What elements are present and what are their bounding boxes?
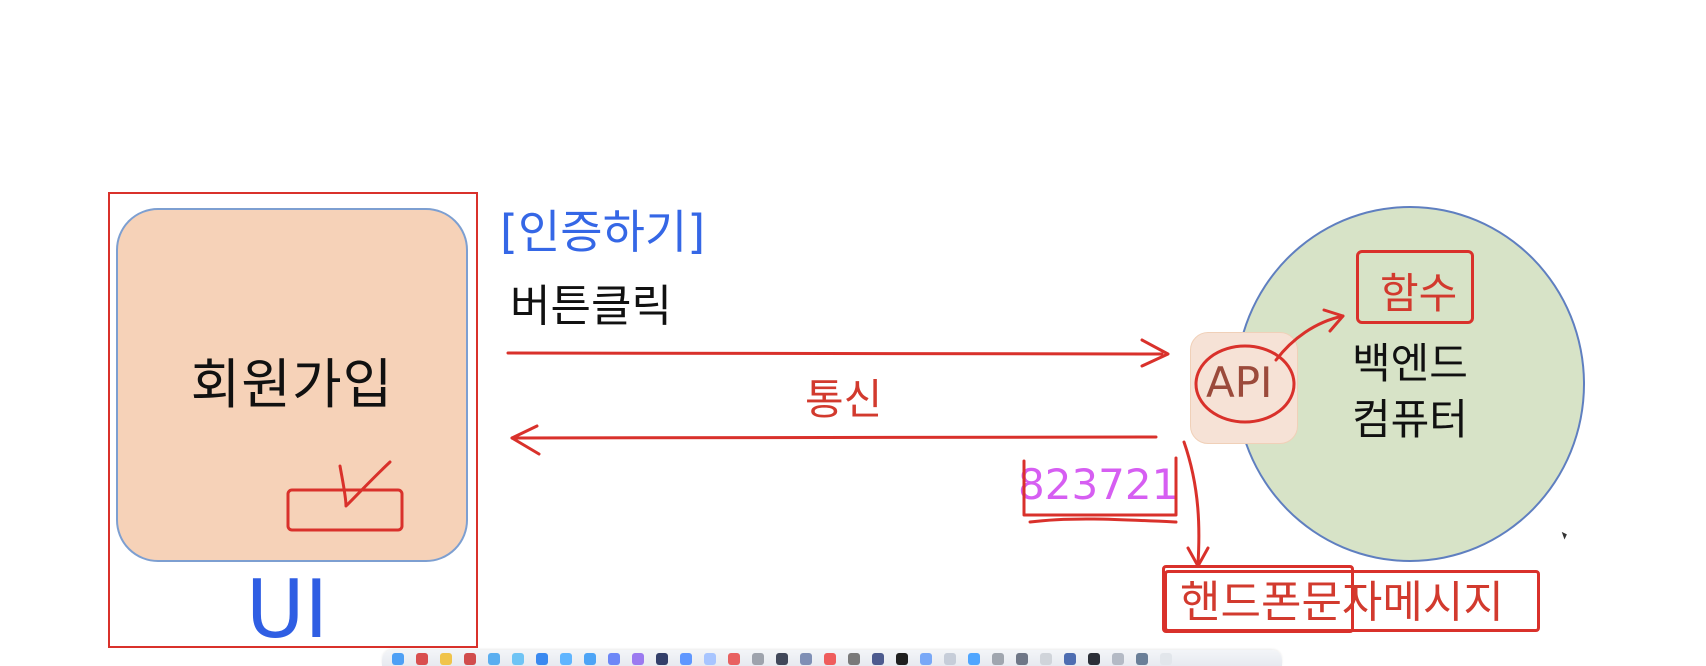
response-arrow-line (510, 435, 1158, 440)
dock-icon (1160, 653, 1172, 665)
dock-icon (752, 653, 764, 665)
backend-label-line-1: 백엔드 (1352, 339, 1468, 388)
dock-icon (920, 653, 932, 665)
response-arrow-head (510, 424, 541, 456)
dock-icon (416, 653, 428, 665)
dock-icon (824, 653, 836, 665)
backend-label-line-2: 컴퓨터 (1352, 395, 1468, 444)
dock-icon (1016, 653, 1028, 665)
dock-icon (872, 653, 884, 665)
signup-label: 회원가입 (190, 353, 394, 416)
dock-icon (704, 653, 716, 665)
dock-icon (896, 653, 908, 665)
dock-icon (1112, 653, 1124, 665)
dock-icon (776, 653, 788, 665)
auth-label: [인증하기] (500, 205, 706, 259)
sms-box-right (1164, 570, 1540, 632)
dock-icon (464, 653, 476, 665)
request-arrow-line (506, 351, 1164, 356)
dock-icon (1088, 653, 1100, 665)
dock-icon (1136, 653, 1148, 665)
dock-icon (728, 653, 740, 665)
request-arrow-head (1140, 338, 1170, 368)
dock-icon (1064, 653, 1076, 665)
dock-icon (536, 653, 548, 665)
dock-icon (608, 653, 620, 665)
dock-bar (382, 650, 1282, 666)
dock-icon (968, 653, 980, 665)
dock-icon (992, 653, 1004, 665)
dock-icon (512, 653, 524, 665)
ui-outline-box (108, 192, 478, 648)
dock-icon (1040, 653, 1052, 665)
communication-label: 통신 (805, 375, 883, 424)
function-label: 함수 (1380, 269, 1458, 318)
dock-icon (800, 653, 812, 665)
api-label: API (1206, 358, 1273, 407)
sms-down-arrow-head (1186, 546, 1210, 568)
dock-icon (440, 653, 452, 665)
mouse-cursor-icon (1561, 530, 1569, 540)
sms-label: 핸드폰문자메시지 (1180, 577, 1504, 628)
dock-icon (848, 653, 860, 665)
dock-icon (632, 653, 644, 665)
dock-icon (488, 653, 500, 665)
ui-label: UI (246, 563, 329, 656)
dock-icon (560, 653, 572, 665)
dock-icon (944, 653, 956, 665)
dock-icon (392, 653, 404, 665)
sms-down-arrow (1182, 440, 1201, 566)
code-underline (1028, 517, 1178, 524)
function-box (1356, 250, 1474, 324)
verification-code-label: 823721 (1018, 460, 1179, 509)
button-click-label: 버튼클릭 (510, 281, 672, 332)
dock-icon (656, 653, 668, 665)
dock-icon (680, 653, 692, 665)
dock-icon (584, 653, 596, 665)
